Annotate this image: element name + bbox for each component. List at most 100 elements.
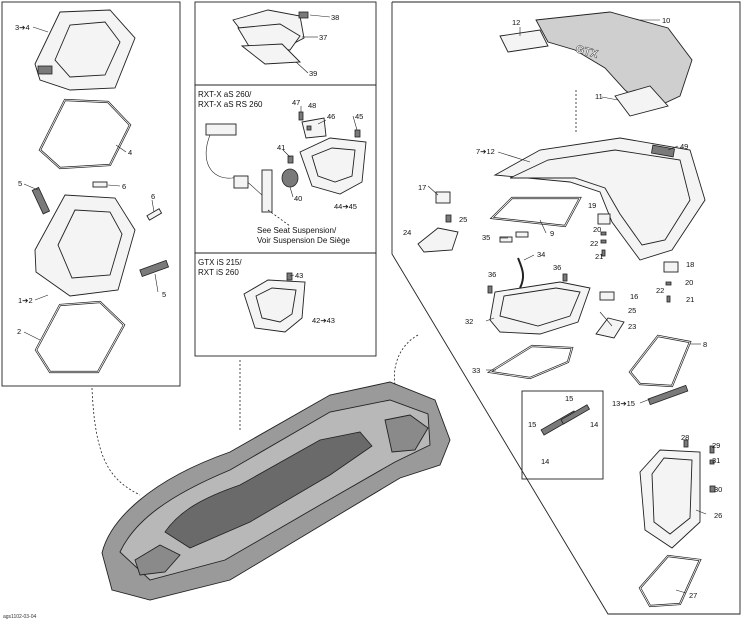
gasket-27-core bbox=[639, 555, 701, 607]
callout-5b: 5 bbox=[162, 290, 166, 299]
harness-connector bbox=[205, 123, 237, 136]
bottom-center-panel-frame bbox=[194, 252, 377, 357]
left-panel-frame bbox=[1, 1, 181, 387]
latch-38 bbox=[298, 11, 309, 19]
storage-bin-42-inner bbox=[255, 287, 297, 323]
callout-4: 4 bbox=[128, 148, 132, 157]
screw-28 bbox=[683, 439, 689, 448]
callout-18: 18 bbox=[686, 260, 694, 269]
callout-22a: 22 bbox=[590, 239, 598, 248]
spacer-30 bbox=[709, 485, 716, 493]
bottom-center-parts bbox=[243, 272, 306, 333]
deck-well bbox=[164, 431, 373, 549]
callout-34: 34 bbox=[537, 250, 545, 259]
storage-bin-26-inner bbox=[651, 457, 693, 535]
callout-6a: 6 bbox=[122, 182, 126, 191]
clip-6b bbox=[146, 208, 163, 221]
callout-numbers: 3➔4 4 5 6 6 5 1➔2 2 38 37 39 47 48 46 45… bbox=[15, 13, 722, 600]
screw-21b bbox=[666, 295, 671, 303]
leader-lines bbox=[23, 14, 707, 594]
callout-39: 39 bbox=[309, 69, 317, 78]
connector-plug bbox=[233, 175, 249, 189]
callout-42-43: 42➔43 bbox=[312, 316, 335, 325]
note-seat-line1: See Seat Suspension/ bbox=[257, 226, 337, 235]
deck-rear-cavity bbox=[384, 414, 429, 453]
callout-45: 45 bbox=[355, 112, 363, 121]
clip-6a bbox=[92, 181, 108, 188]
callout-20a: 20 bbox=[593, 225, 601, 234]
strip-35b bbox=[515, 231, 529, 238]
callout-2: 2 bbox=[17, 327, 21, 336]
callout-27: 27 bbox=[689, 591, 697, 600]
bracket-23 bbox=[595, 317, 625, 339]
handle-49 bbox=[651, 144, 675, 158]
callout-20b: 20 bbox=[685, 278, 693, 287]
latch-19 bbox=[597, 213, 611, 225]
gasket-4 bbox=[38, 98, 132, 170]
deck-front-cavity bbox=[134, 544, 181, 576]
callout-23: 23 bbox=[628, 322, 636, 331]
callout-36b: 36 bbox=[553, 263, 561, 272]
callout-9: 9 bbox=[550, 229, 554, 238]
panel-37 bbox=[237, 23, 301, 51]
callout-22b: 22 bbox=[656, 286, 664, 295]
callout-32: 32 bbox=[465, 317, 473, 326]
hull-assembly bbox=[101, 381, 451, 601]
callout-8: 8 bbox=[703, 340, 707, 349]
note-gtx-line2: RXT iS 260 bbox=[198, 268, 239, 277]
screw-36b bbox=[562, 273, 568, 282]
callout-15a: 15 bbox=[565, 394, 573, 403]
callout-30: 30 bbox=[714, 485, 722, 494]
subassembly-15-frame bbox=[521, 390, 604, 480]
callout-37: 37 bbox=[319, 33, 327, 42]
washer-22 bbox=[600, 239, 607, 244]
callout-15b: 15 bbox=[528, 420, 536, 429]
canister bbox=[261, 169, 273, 213]
drawing-code: ags1102-03-04 bbox=[3, 614, 37, 620]
callout-16: 16 bbox=[630, 292, 638, 301]
callout-33: 33 bbox=[472, 366, 480, 375]
bracket-46 bbox=[301, 117, 327, 139]
callout-25b: 25 bbox=[628, 306, 636, 315]
callout-6b: 6 bbox=[151, 192, 155, 201]
callout-11: 11 bbox=[595, 92, 603, 101]
decal-12 bbox=[499, 29, 549, 53]
callout-31: 31 bbox=[712, 456, 720, 465]
gasket-2-core bbox=[35, 301, 125, 373]
cover-latch bbox=[37, 65, 53, 75]
callout-12a: 12 bbox=[512, 18, 520, 27]
callout-47: 47 bbox=[292, 98, 300, 107]
callout-43: 43 bbox=[295, 271, 303, 280]
strut-15b bbox=[560, 404, 591, 425]
strut-13 bbox=[647, 384, 689, 406]
bracket-17 bbox=[435, 191, 451, 204]
flow-arrows bbox=[91, 90, 577, 496]
callout-1-2: 1➔2 bbox=[18, 296, 33, 305]
clip-41 bbox=[287, 155, 294, 164]
callout-21b: 21 bbox=[686, 295, 694, 304]
decal-11 bbox=[614, 85, 669, 117]
screw-36a bbox=[487, 285, 493, 294]
washer-20b bbox=[665, 281, 672, 286]
callout-46: 46 bbox=[327, 112, 335, 121]
washer-20 bbox=[600, 231, 607, 236]
callout-25a: 25 bbox=[459, 215, 467, 224]
callout-40: 40 bbox=[294, 194, 302, 203]
callout-10: 10 bbox=[662, 16, 670, 25]
nut-48 bbox=[306, 125, 312, 131]
note-seat-line2: Voir Suspension De Siège bbox=[257, 236, 351, 245]
left-panel-parts bbox=[31, 9, 170, 374]
hose-34 bbox=[517, 257, 525, 289]
callout-48: 48 bbox=[308, 101, 316, 110]
hatch-24 bbox=[417, 227, 459, 253]
callout-38: 38 bbox=[331, 13, 339, 22]
callout-26: 26 bbox=[714, 511, 722, 520]
callout-29: 29 bbox=[712, 441, 720, 450]
model-notes: RXT-X aS 260/ RXT-X aS RS 260 GTX iS 215… bbox=[198, 90, 351, 277]
callout-21a: 21 bbox=[595, 252, 603, 261]
gasket-33-core bbox=[488, 345, 573, 379]
right-panel-frame bbox=[391, 1, 741, 615]
grommet-40 bbox=[281, 168, 299, 188]
